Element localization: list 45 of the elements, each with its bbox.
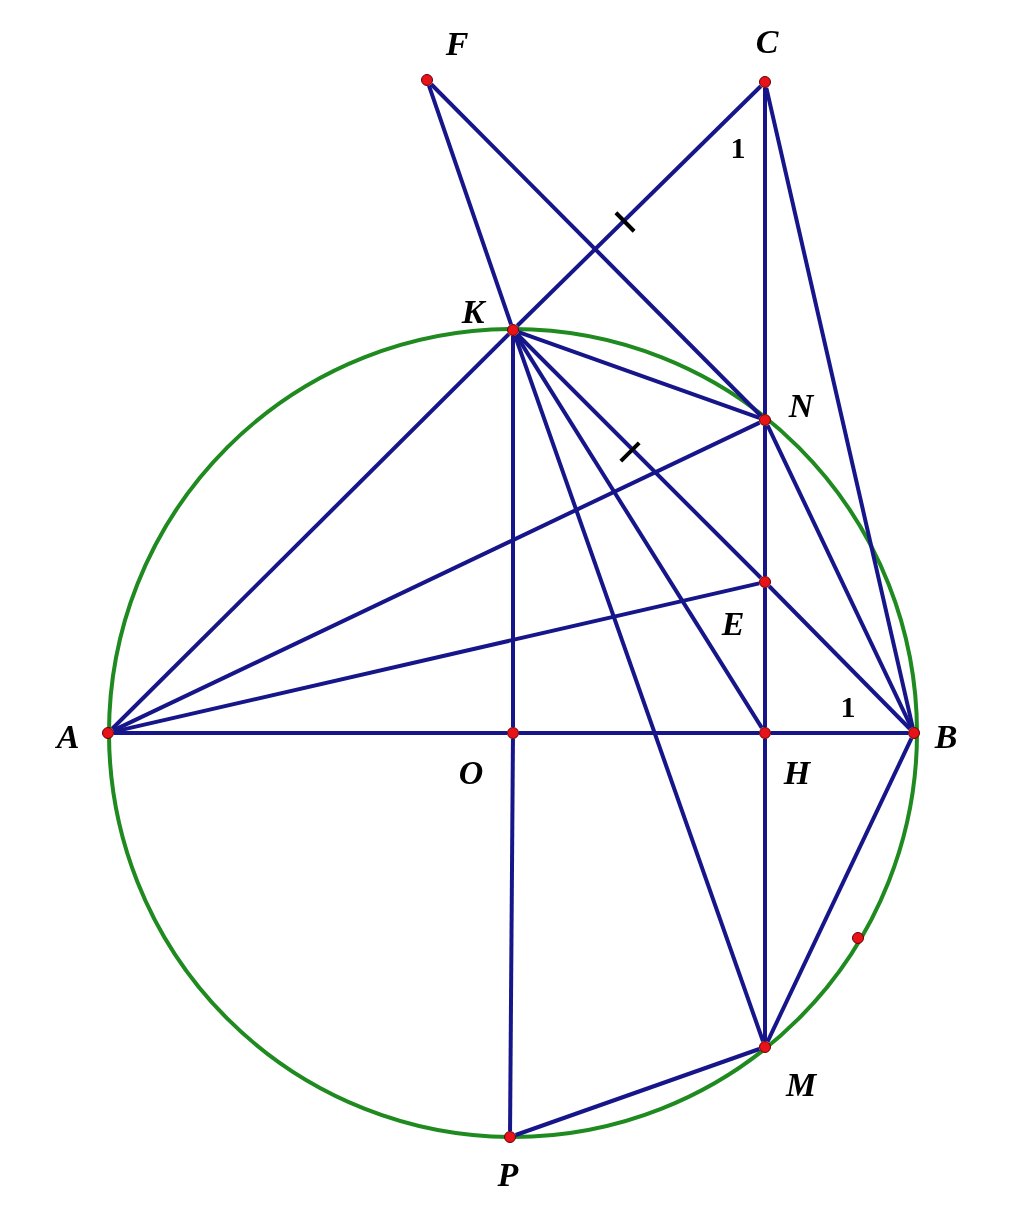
point-marker <box>759 727 771 739</box>
line-segment <box>113 581 760 734</box>
point-marker <box>852 932 864 944</box>
line-segment <box>515 332 763 580</box>
line-segment <box>519 731 759 735</box>
line-segment <box>765 424 914 729</box>
line-segment <box>517 330 761 420</box>
point-label: E <box>721 607 745 641</box>
line-segment <box>427 85 513 325</box>
line-segment <box>508 739 515 1131</box>
point-label: A <box>56 720 80 754</box>
line-segment <box>114 731 507 735</box>
line-segment <box>763 88 767 414</box>
point-label: F <box>445 27 469 61</box>
point-label: O <box>458 756 484 790</box>
point-label: B <box>934 720 958 754</box>
line-segment <box>110 332 511 731</box>
point-label: K <box>461 295 485 329</box>
point-label: C <box>755 25 779 59</box>
line-segment <box>763 588 767 727</box>
line-segment <box>763 426 767 576</box>
point-marker <box>102 727 114 739</box>
line-segment <box>513 335 765 1042</box>
point-marker <box>759 1041 771 1053</box>
point-marker <box>759 76 771 88</box>
point-marker <box>421 74 433 86</box>
line-segment <box>515 1047 760 1137</box>
angle-mark: 1 <box>840 692 856 722</box>
line-segment <box>515 84 763 328</box>
point-marker <box>504 1131 516 1143</box>
point-marker <box>507 727 519 739</box>
line-segment <box>767 584 912 731</box>
point-label: M <box>785 1068 817 1102</box>
line-segment <box>514 334 764 729</box>
line-segment <box>765 737 914 1043</box>
line-segment <box>771 731 908 735</box>
line-segment <box>112 420 761 733</box>
point-label: H <box>783 756 811 790</box>
line-segment <box>429 82 763 418</box>
point-label: N <box>788 389 814 423</box>
point-label: P <box>497 1158 519 1192</box>
line-segment <box>511 336 515 727</box>
line-segment <box>764 87 915 728</box>
angle-mark: 1 <box>730 133 746 163</box>
line-segment <box>763 739 767 1041</box>
